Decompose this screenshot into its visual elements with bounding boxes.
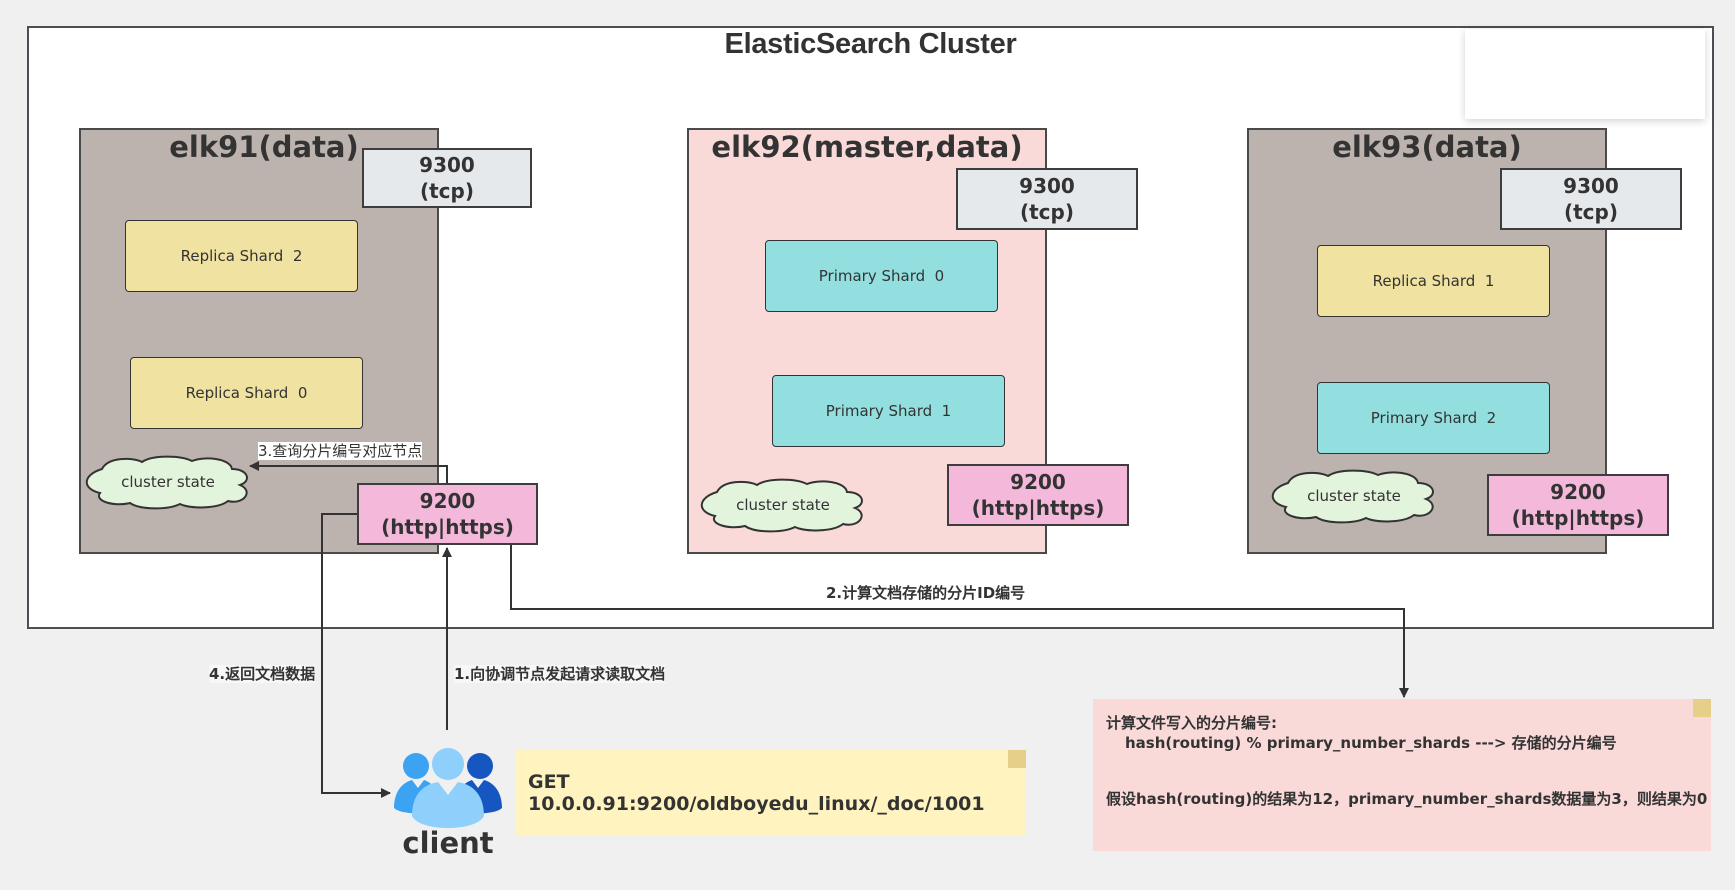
edge-step-2 [510,545,1409,698]
node-title: elk93(data) [1332,130,1522,164]
port-9300-tcp[interactable]: 9300 (tcp) [956,168,1138,230]
cloud-icon [700,478,863,533]
edge-step-4 [321,513,391,798]
port-9200-http[interactable]: 9200 (http|https) [357,483,538,545]
shard-primary-2[interactable]: Primary Shard 2 [1317,382,1550,454]
port-protocol: (http|https) [1511,506,1645,530]
port-protocol: (tcp) [1019,200,1074,224]
cluster-state-cloud[interactable]: cluster state [80,453,256,511]
hash-note-line-1: 计算文件写入的分片编号: [1106,714,1277,732]
edge-label-step-1: 1.向协调节点发起请求读取文档 [454,665,666,683]
port-number: 9200 [1010,470,1066,494]
port-9300-tcp[interactable]: 9300 (tcp) [362,148,532,208]
port-number: 9300 [419,153,475,177]
hash-note-line-3: 假设hash(routing)的结果为12，primary_number_sha… [1106,790,1708,808]
hash-routing-note: 计算文件写入的分片编号: hash(routing) % primary_num… [1093,699,1711,851]
client-label: client [402,826,494,860]
port-9200-http[interactable]: 9200 (http|https) [947,464,1129,526]
edge-label-step-4: 4.返回文档数据 [209,665,316,683]
port-number: 9300 [1563,174,1619,198]
port-9200-http[interactable]: 9200 (http|https) [1487,474,1669,536]
port-number: 9200 [419,489,476,513]
edge-label-step-3: 3.查询分片编号对应节点 [258,442,423,460]
port-protocol: (http|https) [381,515,514,539]
blank-panel [1465,29,1705,119]
shard-replica-0[interactable]: Replica Shard 0 [130,357,363,429]
port-protocol: (tcp) [1563,200,1618,224]
port-protocol: (http|https) [971,496,1105,520]
client-users-icon[interactable] [390,748,506,836]
shard-primary-0[interactable]: Primary Shard 0 [765,240,998,312]
cluster-state-label: cluster state [736,496,830,514]
cluster-state-label: cluster state [1307,487,1401,505]
port-number: 9200 [1550,480,1606,504]
users-group-icon [394,748,502,828]
edge-label-step-2: 2.计算文档存储的分片ID编号 [826,584,1026,602]
port-9300-tcp[interactable]: 9300 (tcp) [1500,168,1682,230]
edge-step-3 [249,461,448,483]
cloud-icon [1271,469,1434,524]
shard-replica-2[interactable]: Replica Shard 2 [125,220,358,292]
cluster-state-cloud[interactable]: cluster state [1266,467,1442,525]
cluster-state-cloud[interactable]: cluster state [695,476,871,534]
shard-replica-1[interactable]: Replica Shard 1 [1317,245,1550,317]
port-protocol: (tcp) [419,179,474,203]
note-fold-corner [1008,750,1026,768]
get-request-note: GET 10.0.0.91:9200/oldboyedu_linux/_doc/… [516,750,1026,835]
cluster-title: ElasticSearch Cluster [724,28,1017,60]
get-request-text: GET 10.0.0.91:9200/oldboyedu_linux/_doc/… [528,770,985,815]
node-title: elk91(data) [169,130,359,164]
note-fold-corner [1693,699,1711,717]
shard-primary-1[interactable]: Primary Shard 1 [772,375,1005,447]
cloud-icon [85,455,248,510]
hash-note-line-2: hash(routing) % primary_number_shards --… [1125,734,1617,752]
node-title: elk92(master,data) [711,130,1023,164]
port-number: 9300 [1019,174,1075,198]
cluster-state-label: cluster state [121,473,215,491]
